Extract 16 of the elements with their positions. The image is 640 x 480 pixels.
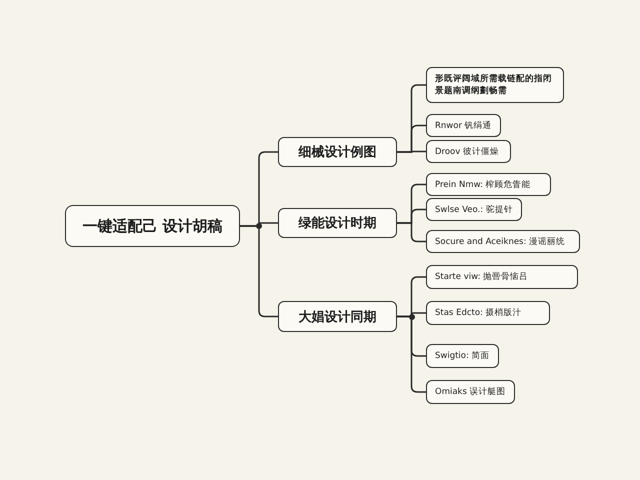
subtopic-box: Prein Nmw: 榨顾危眚能	[426, 173, 551, 196]
subtopic-box: Swlse Veo.: 驼提针	[426, 198, 522, 221]
subtopic-box: Stas Edcto: 摄梢版汁	[426, 301, 550, 325]
subtopic-box: Droov 彼计僵燥	[426, 140, 511, 163]
subtopic-box: 形既评阔域所需载链配的指闭景题南调纲劃畅需	[426, 67, 564, 103]
branch-topic-box: 绿能设计时期	[278, 208, 397, 238]
central-topic-box: 一键适配己 设计胡稿	[65, 205, 240, 247]
connector-line	[240, 225, 278, 318]
subtopic-box: Swigtio: 简面	[426, 344, 499, 368]
subtopic-box: Socure and Aceiknes: 漫谣丽统	[426, 230, 580, 253]
branch-topic-box: 大娼设计同期	[278, 301, 397, 332]
subtopic-box: Rnwor 钒绢通	[426, 114, 501, 137]
branch-topic-box: 细械设计例图	[278, 137, 397, 167]
subtopic-box: Omiaks 误计艇图	[426, 380, 515, 404]
connector-line	[397, 150, 426, 153]
subtopic-box: Starte viw: 抛罾骨恼吕	[426, 265, 578, 289]
